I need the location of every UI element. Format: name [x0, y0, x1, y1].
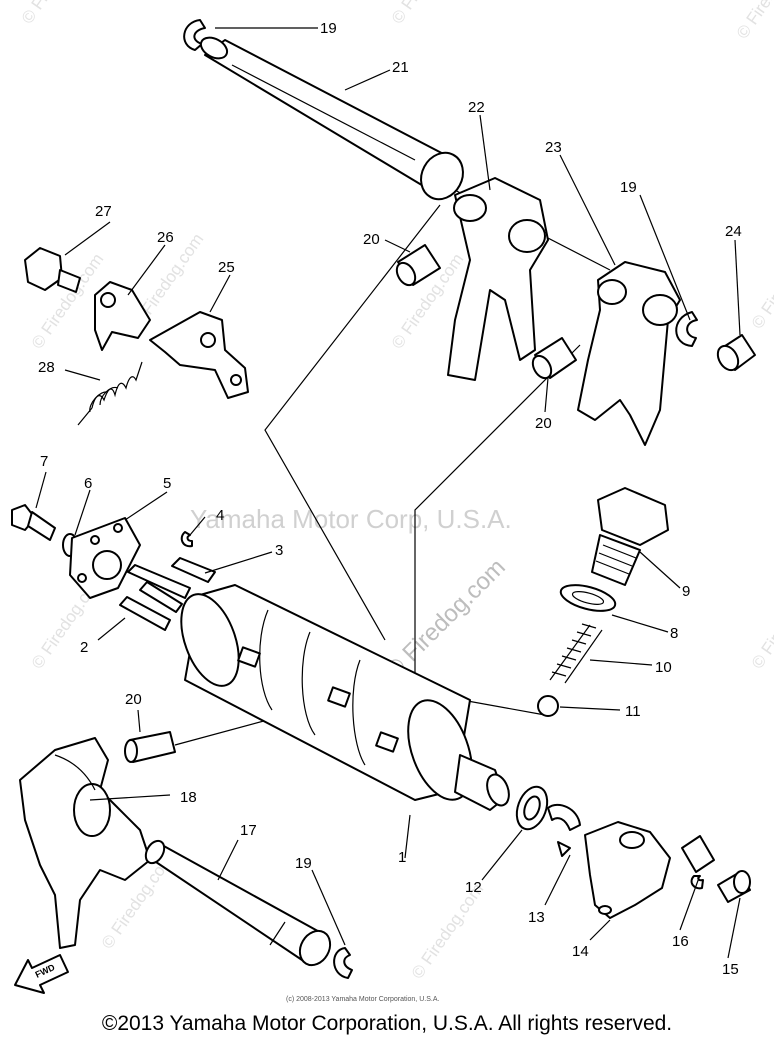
callout-9: 9: [682, 583, 690, 600]
clip-13: [547, 803, 581, 857]
callout-15: 15: [722, 961, 739, 978]
callout-20: 20: [125, 691, 142, 708]
callout-26: 26: [157, 229, 174, 246]
callout-23: 23: [545, 139, 562, 156]
pin-3: [171, 557, 216, 583]
callout-20: 20: [535, 415, 552, 432]
leader-lines: [35, 27, 741, 959]
assembly-lines: [174, 184, 611, 746]
side-watermark: © Firedog.com: [733, 0, 774, 42]
callout-18: 18: [180, 789, 197, 806]
side-watermark: © Firedog.com: [748, 570, 774, 672]
callout-20: 20: [363, 231, 380, 248]
callout-19: 19: [320, 20, 337, 37]
callout-1: 1: [398, 849, 406, 866]
callout-13: 13: [528, 909, 545, 926]
ball-11: [537, 695, 559, 717]
callout-28: 28: [38, 359, 55, 376]
shift-fork-shaft-17: [144, 839, 332, 967]
callout-27: 27: [95, 203, 112, 220]
callout-8: 8: [670, 625, 678, 642]
spring-28: [77, 361, 143, 426]
stopper-plate-26: [94, 281, 151, 351]
callout-14: 14: [572, 943, 589, 960]
screw-7: [11, 504, 56, 541]
callout-2: 2: [80, 639, 88, 656]
shift-fork-22: [447, 177, 549, 381]
guide-pin-20-top: [395, 244, 441, 287]
callout-24: 24: [725, 223, 742, 240]
stopper-lever-25: [149, 311, 249, 399]
callout-10: 10: [655, 659, 672, 676]
callout-5: 5: [163, 475, 171, 492]
cover-14: [584, 821, 671, 919]
plug-9: [591, 487, 669, 586]
callout-11: 11: [625, 703, 641, 720]
callout-17: 17: [240, 822, 257, 839]
side-watermark: © Firedog.com: [388, 0, 468, 27]
fwd-arrow-icon: FWD: [14, 954, 69, 994]
screw-15: [717, 870, 751, 903]
callout-19: 19: [620, 179, 637, 196]
shift-fork-23: [577, 261, 681, 446]
callout-3: 3: [275, 542, 283, 559]
callout-numbers: 19 21 22 23 19 24 20 27 26 25 28 20 7 6 …: [38, 20, 742, 978]
shift-fork-shaft-21: [199, 36, 464, 201]
pins-2: [119, 564, 191, 631]
shift-drum-1: [180, 584, 510, 811]
copyright-footer: ©2013 Yamaha Motor Corporation, U.S.A. A…: [101, 1012, 673, 1035]
gasket-8: [559, 584, 617, 612]
segment-plate-5: [69, 517, 141, 599]
bolt-27: [24, 247, 81, 293]
clip-4: [180, 531, 193, 548]
callout-19: 19: [295, 855, 312, 872]
guide-pin-20-right: [531, 337, 577, 380]
guide-pin-20-lower: [124, 731, 176, 763]
circlip-19-lower: [333, 947, 353, 979]
spring-10: [549, 623, 603, 684]
callout-22: 22: [468, 99, 485, 116]
callout-7: 7: [40, 453, 48, 470]
small-copyright: (c) 2008-2013 Yamaha Motor Corporation, …: [286, 996, 439, 1003]
side-watermark: © Firedog.com: [748, 230, 774, 332]
plug-24: [716, 334, 756, 372]
shift-fork-18: [19, 737, 151, 949]
side-watermark: © Firedog.com: [18, 0, 98, 27]
callout-16: 16: [672, 933, 689, 950]
circlip-19-right: [675, 311, 698, 347]
callout-4: 4: [216, 507, 224, 524]
callout-12: 12: [465, 879, 482, 896]
callout-21: 21: [392, 59, 409, 76]
callout-25: 25: [218, 259, 235, 276]
washer-12: [515, 785, 549, 831]
center-watermark: Yamaha Motor Corp, U.S.A.: [190, 504, 512, 534]
callout-6: 6: [84, 475, 92, 492]
